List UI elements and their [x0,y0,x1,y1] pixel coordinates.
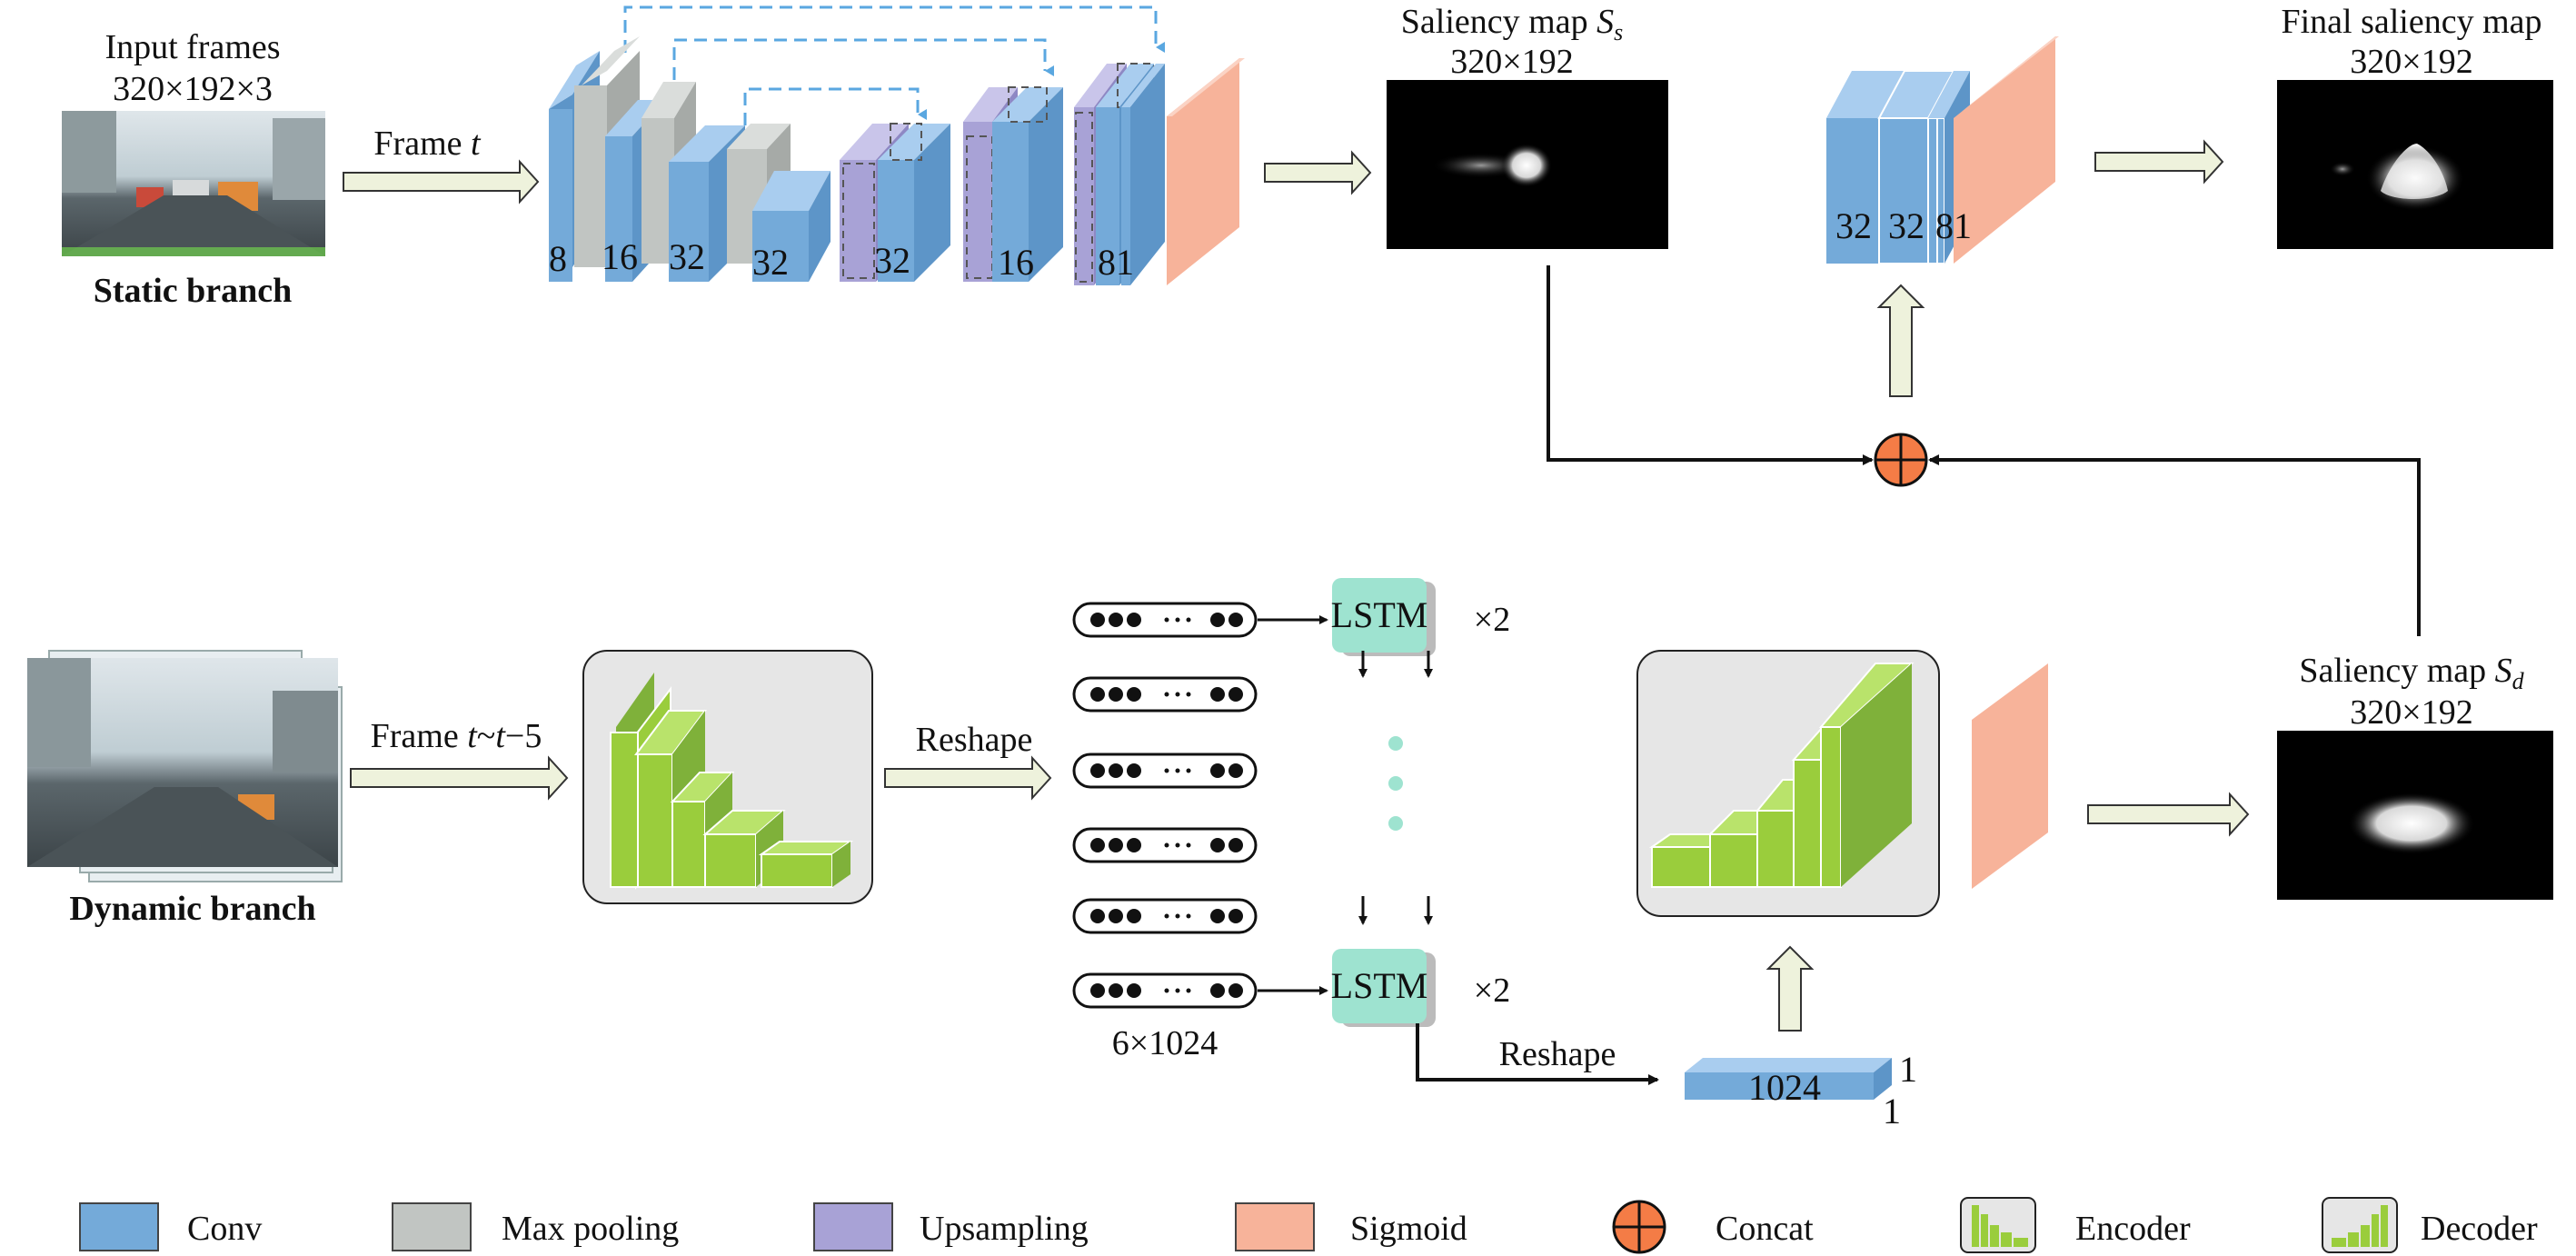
static-to-concat-line [1547,265,1874,465]
vector-dim-label: 1024 [1748,1067,1821,1108]
to-saliency-static-arrow [1264,150,1372,195]
lstm-label-bottom: LSTM [1331,965,1428,1006]
vector-w-label: 1 [1883,1091,1901,1131]
saliency-map-dynamic: Saliency map Sd 320×192 [2277,652,2553,900]
concat-connections [1547,265,2421,636]
dynamic-to-concat-line [1928,454,2421,636]
sequence-row [1072,753,1258,789]
sequence-row [1072,827,1258,863]
final-saliency-dims: 320×192 [2350,43,2472,81]
sequence-row [1072,676,1258,713]
legend-item-upsampling: Upsampling [813,1202,1089,1251]
lstm-times-top: ×2 [1474,601,1510,639]
static-network: 8 16 32 32 32 16 81 [549,5,1245,285]
lstm-block-top: LSTM [1331,578,1436,656]
legend-item-maxpool: Max pooling [392,1202,679,1251]
sequence-row [1072,898,1258,934]
frame-range-label: Frame t~t−5 [371,717,542,755]
dynamic-branch-label: Dynamic branch [69,890,315,928]
input-frames-dims: 320×192×3 [113,70,273,108]
fusion-network: 32 32 81 [1826,36,2059,264]
final-saliency-map: Final saliency map 320×192 [2277,3,2553,249]
reshape-arrow-1 [884,755,1052,801]
legend-item-encoder: Encoder [1960,1197,2191,1253]
conv-block-32-c [878,123,950,282]
static-branch-label: Static branch [94,272,293,310]
conv-block-1 [1121,64,1165,285]
legend-label-maxpool: Max pooling [502,1210,679,1248]
legend-label-encoder: Encoder [2075,1210,2191,1248]
fusion-channel-32-b: 32 [1888,205,1925,246]
legend-label-sigmoid: Sigmoid [1350,1210,1467,1248]
legend-item-decoder: Decoder [2322,1197,2538,1253]
legend-item-sigmoid: Sigmoid [1235,1202,1467,1251]
sequence-row [1072,972,1258,1009]
skip-connection-1 [623,5,1165,53]
sigmoid-block [1167,58,1245,285]
channel-label-32-a: 32 [669,236,705,277]
reshape-label-2: Reshape [1499,1035,1616,1073]
input-frames-stack [27,650,343,882]
to-saliency-dynamic-arrow [2087,792,2250,837]
lstm-times-bottom: ×2 [1474,972,1510,1010]
frame-t-label: Frame t [373,125,482,163]
saliency-static-title: Saliency map Ss [1401,3,1623,45]
sequence-dims-label: 6×1024 [1112,1024,1218,1062]
lstm-block-bottom: LSTM [1331,949,1436,1027]
reshape-line-2 [1416,1023,1659,1085]
saliency-dynamic-dims: 320×192 [2350,693,2472,732]
encoder-icon [1960,1197,2036,1253]
channel-label-81: 81 [1098,242,1134,283]
saliency-dynamic-title: Saliency map Sd [2299,652,2524,694]
input-frames-title: Input frames [104,28,280,66]
decoder-icon [2322,1197,2398,1253]
channel-label-8: 8 [549,238,567,279]
concat-up-arrow [1876,284,1925,397]
final-saliency-title: Final saliency map [2281,3,2541,41]
decoder-block [1636,650,1940,917]
reshape-label-1: Reshape [916,721,1033,759]
saliency-static-dims: 320×192 [1450,43,1573,81]
skip-connection-2 [672,38,1054,80]
sequence-vectors: 6×1024 [1072,602,1258,1062]
channel-label-32-c: 32 [874,240,910,281]
legend-label-concat: Concat [1716,1210,1814,1248]
legend-label-decoder: Decoder [2421,1210,2538,1248]
concat-icon [1612,1200,1666,1254]
channel-label-16: 16 [602,236,638,277]
feature-vector-1024: 1024 1 1 [1685,1049,1917,1131]
sequence-row [1072,602,1258,638]
static-branch: Input frames 320×192×3 Static branch Fra… [62,5,1372,310]
vector-up-arrow [1765,945,1815,1032]
fusion-channel-32-a: 32 [1835,205,1872,246]
legend-label-upsampling: Upsampling [920,1210,1089,1248]
vector-h-label: 1 [1899,1049,1917,1090]
frame-range-arrow [350,755,569,801]
dynamic-branch: Dynamic branch Frame t~t−5 Reshape [27,578,2250,1131]
input-frame-image [62,111,325,256]
fusion-channel-81: 81 [1935,205,1972,246]
legend-label-conv: Conv [187,1210,262,1248]
skip-connection-3 [743,87,927,125]
legend: Conv Max pooling Upsampling Sigmoid Conc… [79,1197,2538,1254]
frame-t-arrow [343,159,540,204]
saliency-map-static: Saliency map Ss 320×192 [1387,3,1668,249]
conv-block-32-b [752,171,830,282]
concat-icon [1874,433,1928,487]
lstm-label-top: LSTM [1331,594,1428,635]
sigmoid-block-dynamic [1972,663,2048,889]
encoder-block [582,650,873,904]
conv-block-16-b [992,86,1063,282]
channel-label-16-b: 16 [998,242,1034,283]
to-final-arrow [2094,139,2224,184]
legend-item-concat: Concat [1612,1200,1814,1254]
channel-label-32-b: 32 [752,242,789,283]
legend-item-conv: Conv [79,1202,262,1251]
